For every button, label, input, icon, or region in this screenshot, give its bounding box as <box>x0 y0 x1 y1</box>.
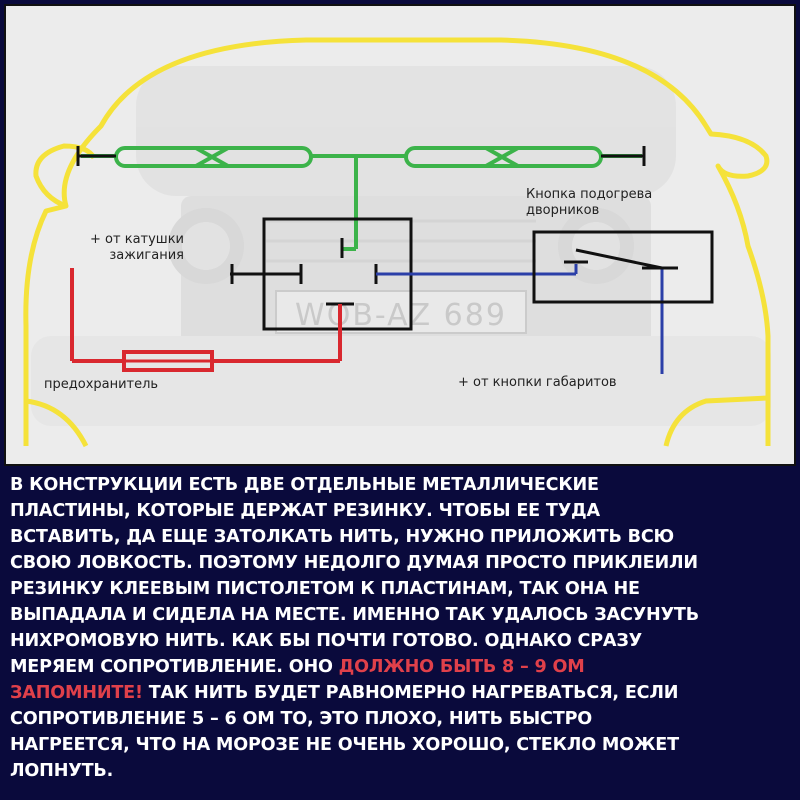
heater-terminals <box>76 146 646 166</box>
description-panel: В КОНСТРУКЦИИ ЕСТЬ ДВЕ ОТДЕЛЬНЫЕ МЕТАЛЛИ… <box>0 466 800 800</box>
parking-light-wire <box>376 264 664 374</box>
description-text: В КОНСТРУКЦИИ ЕСТЬ ДВЕ ОТДЕЛЬНЫЕ МЕТАЛЛИ… <box>10 472 794 784</box>
wiring-diagram-panel: WOB-AZ 689 <box>4 4 796 466</box>
car-bumper-right <box>663 395 769 447</box>
wiring-diagram: WOB-AZ 689 <box>23 37 771 448</box>
heater-switch <box>532 230 714 304</box>
fuse-label: предохранитель <box>44 377 159 392</box>
description-rest: ТАК НИТЬ БУДЕТ РАВНОМЕРНО НАГРЕВАТЬСЯ, Е… <box>10 683 679 781</box>
ignition-wire <box>70 268 342 363</box>
resistance-highlight: ДОЛЖНО БЫТЬ 8 – 9 ОМ <box>338 657 585 677</box>
wiper-heater-button-label: Кнопка подогрева дворников <box>526 187 653 218</box>
car-mirror-left <box>33 143 97 209</box>
car-outline <box>23 37 771 446</box>
ignition-coil-label: + от катушки зажигания <box>90 232 184 263</box>
description-intro: В КОНСТРУКЦИИ ЕСТЬ ДВЕ ОТДЕЛЬНЫЕ МЕТАЛЛИ… <box>10 475 699 677</box>
parking-lights-label: + от кнопки габаритов <box>458 375 617 390</box>
remember-highlight: ЗАПОМНИТЕ! <box>10 683 143 703</box>
car-bumper-left <box>25 398 89 448</box>
